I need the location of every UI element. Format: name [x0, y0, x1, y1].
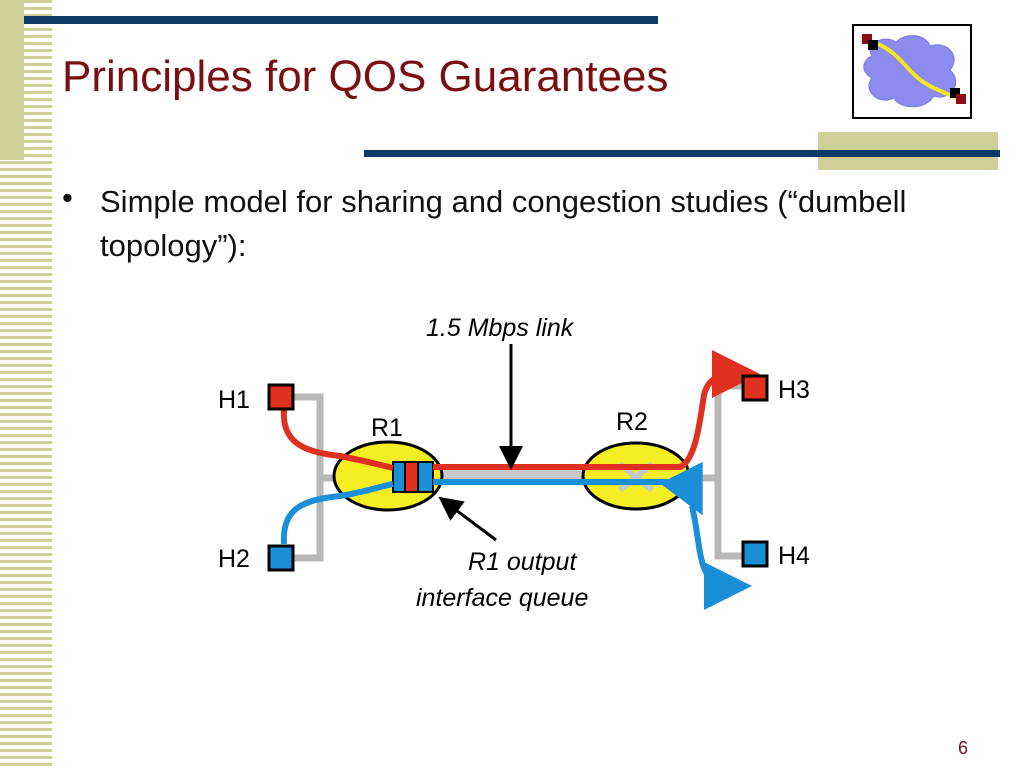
host-h2	[267, 544, 295, 572]
host-h4	[741, 540, 769, 568]
host-h3	[741, 374, 769, 402]
red-flow-path	[433, 350, 760, 470]
red-flow-ingress	[280, 409, 394, 471]
bottleneck-link	[432, 468, 592, 480]
slide-number: 6	[958, 738, 969, 758]
queue-label-line2: interface queue	[416, 584, 588, 612]
link-label: 1.5 Mbps link	[426, 314, 575, 342]
slide-title: Principles for QOS Guarantees	[62, 52, 669, 101]
top-accent-bar	[24, 16, 658, 24]
queue-label-line1: R1 output	[468, 548, 577, 576]
left-decorative-block	[0, 0, 24, 160]
label-h1: H1	[218, 386, 250, 414]
bullet-marker: •	[62, 180, 73, 215]
label-r2: R2	[616, 408, 648, 436]
network-cloud-logo	[852, 24, 972, 119]
label-r1: R1	[371, 414, 403, 442]
dumbbell-topology-diagram: H1 H2 H3 H4 R1 R2 1.5 Mbps link R1 outpu…	[200, 300, 840, 630]
network-cloud-icon	[862, 34, 966, 108]
label-h4: H4	[778, 542, 810, 570]
r1-output-queue	[392, 461, 434, 493]
blue-flow-egress	[689, 505, 752, 610]
title-underline-bar	[364, 150, 1000, 157]
blue-flow-to-r2	[433, 461, 703, 516]
blue-flow-ingress	[280, 481, 394, 545]
queue-pointer-arrow	[438, 496, 497, 542]
host-h1	[267, 383, 295, 411]
bullet-text: Simple model for sharing and congestion …	[100, 184, 907, 263]
label-h2: H2	[218, 545, 250, 573]
label-h3: H3	[778, 376, 810, 404]
